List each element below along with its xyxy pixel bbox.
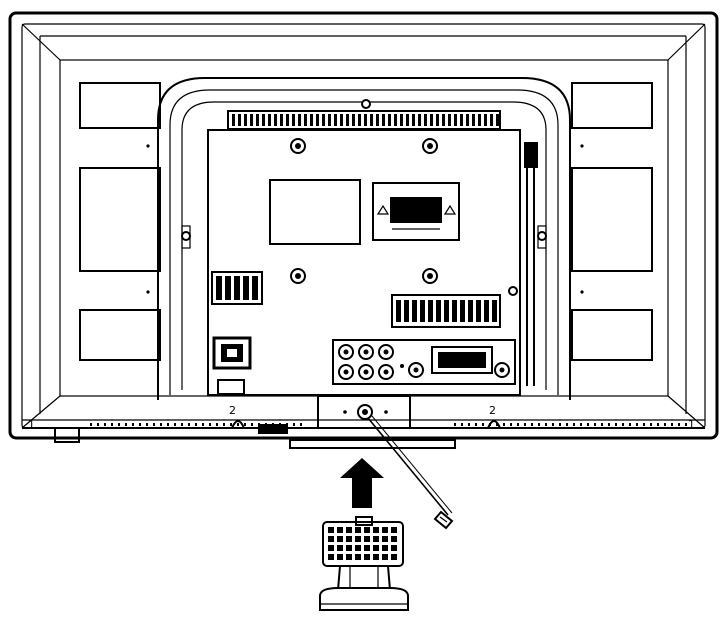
rating-label-blank [269, 179, 361, 245]
internal-cable [508, 142, 538, 386]
tv-back-panel: 1 1 2 2 [8, 11, 719, 449]
up-arrow-icon [340, 458, 384, 508]
connector-strip [391, 294, 501, 328]
small-latch [217, 379, 245, 395]
stand-mark-right: 2 [489, 404, 496, 417]
screw-icon [367, 415, 454, 530]
bottom-rail [22, 419, 705, 449]
vesa-mount-holes [290, 138, 438, 284]
stand-neck-icon [322, 516, 404, 591]
stand-bracket [317, 395, 411, 429]
corner-mark-left: 1 [28, 418, 35, 431]
left-connector-block [211, 271, 263, 305]
av-jack-panel [332, 339, 516, 385]
stand-base-icon [319, 587, 409, 611]
stand-mark-left: 2 [229, 404, 236, 417]
power-socket-icon [212, 336, 252, 370]
corner-mark-right: 1 [688, 418, 695, 431]
vent-grille [227, 110, 501, 130]
rating-label [372, 182, 460, 241]
